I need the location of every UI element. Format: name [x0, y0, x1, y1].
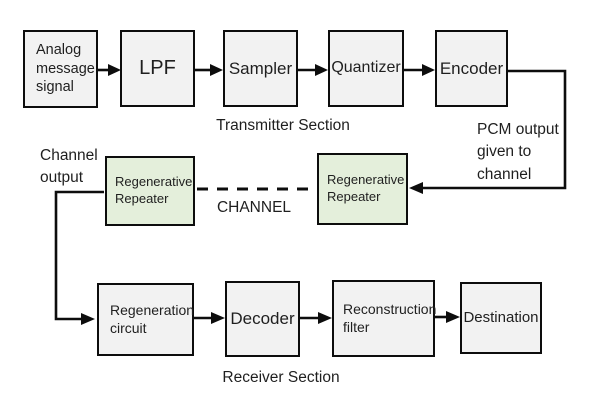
transmitter-section-label: Transmitter Section [216, 117, 350, 134]
block-label: Regeneration circuit [110, 301, 195, 336]
block-label: Destination [463, 309, 539, 327]
block-destination: Destination [460, 282, 542, 354]
arrow-regeneration-to-decoder [194, 312, 225, 324]
arrow-analog-to-lpf [97, 64, 121, 76]
block-encoder: Encoder [435, 30, 508, 107]
block-decoder: Decoder [225, 281, 300, 357]
block-reconstruction-filter: Reconstruction filter [332, 280, 437, 357]
block-label: LPF [139, 56, 176, 79]
arrow-reconstruction-to-destination [435, 311, 460, 323]
arrow-lpf-to-sampler [195, 64, 223, 76]
block-label: Reconstruction filter [343, 300, 437, 335]
block-lpf: LPF [120, 30, 195, 107]
block-regeneration-circuit: Regeneration circuit [97, 283, 194, 356]
block-label: Regenerative Repeater [327, 172, 405, 204]
block-sampler: Sampler [223, 30, 298, 107]
receiver-section-label: Receiver Section [222, 369, 340, 386]
block-label: Quantizer [331, 59, 401, 77]
pcm-output-label: PCM output given to channel [477, 121, 559, 183]
arrow-quantizer-to-encoder [404, 64, 435, 76]
block-analog-message-signal: Analog message signal [23, 30, 98, 108]
block-label: Analog message signal [36, 42, 95, 96]
channel-output-label: Channel output [40, 147, 98, 186]
block-label: Encoder [439, 58, 504, 78]
arrow-sampler-to-quantizer [298, 64, 328, 76]
arrow-encoder-to-right-repeater [409, 69, 567, 194]
arrow-left-repeater-to-regeneration-circuit [54, 190, 104, 325]
block-regenerative-repeater-right: Regenerative Repeater [317, 153, 408, 225]
arrow-decoder-to-reconstruction [300, 312, 332, 324]
block-label: Decoder [230, 309, 295, 329]
block-label: Regenerative Repeater [115, 174, 193, 206]
block-label: Sampler [228, 58, 293, 78]
block-regenerative-repeater-left: Regenerative Repeater [105, 156, 195, 226]
channel-label: CHANNEL [216, 199, 292, 216]
block-quantizer: Quantizer [328, 30, 404, 107]
